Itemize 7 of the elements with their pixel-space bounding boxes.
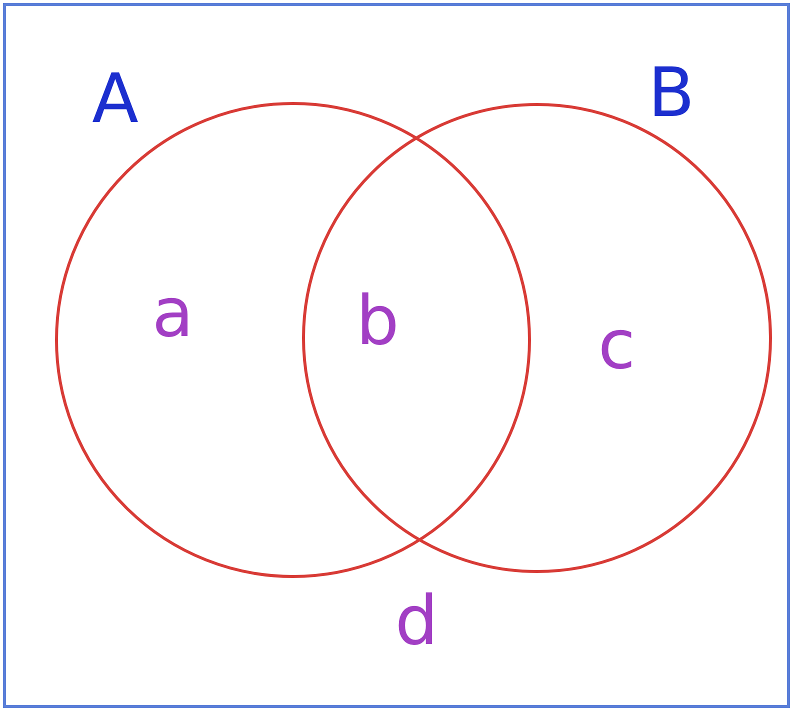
set-label: B bbox=[648, 60, 695, 128]
region-letter: c bbox=[598, 312, 636, 380]
region-letter: d bbox=[395, 588, 438, 656]
region-letter: b bbox=[356, 288, 400, 356]
region-letter: a bbox=[152, 280, 194, 348]
set-label: A bbox=[92, 66, 139, 134]
universal-set-rectangle bbox=[3, 3, 790, 708]
